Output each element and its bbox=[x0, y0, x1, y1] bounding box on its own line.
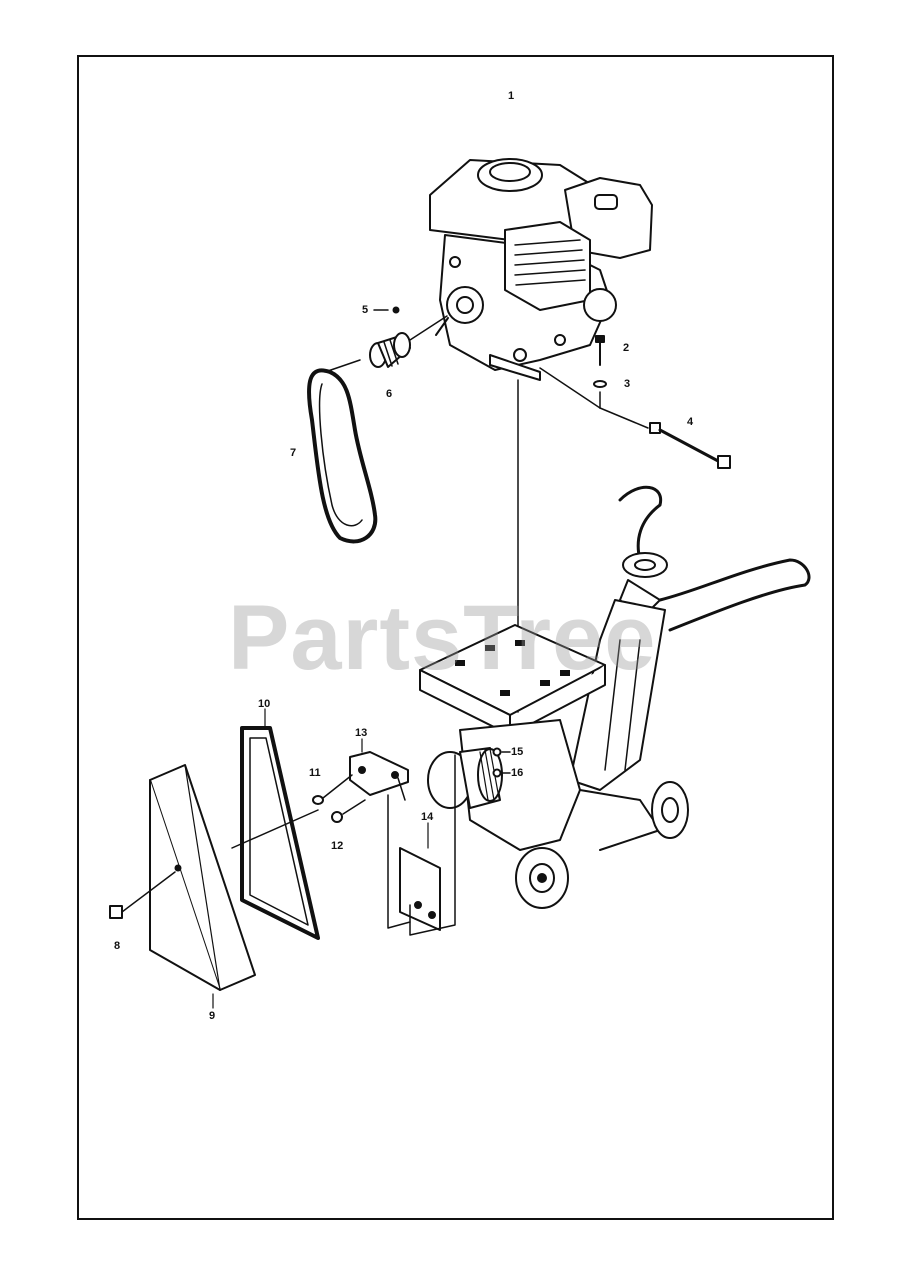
callout-16[interactable]: 16 bbox=[511, 767, 524, 779]
callout-2[interactable]: 2 bbox=[623, 342, 630, 354]
belt-cover bbox=[149, 764, 256, 991]
callout-8[interactable]: 8 bbox=[114, 940, 121, 952]
callout-6[interactable]: 6 bbox=[386, 388, 393, 400]
callout-5[interactable]: 5 bbox=[362, 304, 369, 316]
callout-11[interactable]: 11 bbox=[309, 767, 321, 779]
engine-pulley bbox=[369, 332, 411, 368]
callout-7[interactable]: 7 bbox=[290, 447, 297, 459]
callout-1[interactable]: 1 bbox=[508, 90, 515, 102]
axle-rod bbox=[539, 367, 731, 469]
callout-13[interactable]: 13 bbox=[355, 727, 368, 739]
bolt-and-washer bbox=[593, 335, 607, 409]
callout-15[interactable]: 15 bbox=[511, 746, 524, 758]
mounting-plate bbox=[399, 847, 441, 931]
callout-9[interactable]: 9 bbox=[209, 1010, 216, 1022]
belt-guard-frame bbox=[240, 726, 320, 940]
drive-belt bbox=[307, 359, 378, 544]
saw-frame bbox=[419, 485, 811, 909]
belt-guard-bracket bbox=[349, 751, 409, 801]
callout-3[interactable]: 3 bbox=[624, 378, 631, 390]
watermark: PartsTree bbox=[228, 587, 657, 689]
diagram-frame bbox=[77, 55, 834, 1220]
callout-10[interactable]: 10 bbox=[258, 698, 271, 710]
callout-4[interactable]: 4 bbox=[687, 416, 694, 428]
engine bbox=[429, 158, 653, 381]
callout-14[interactable]: 14 bbox=[421, 811, 434, 823]
callout-12[interactable]: 12 bbox=[331, 840, 344, 852]
